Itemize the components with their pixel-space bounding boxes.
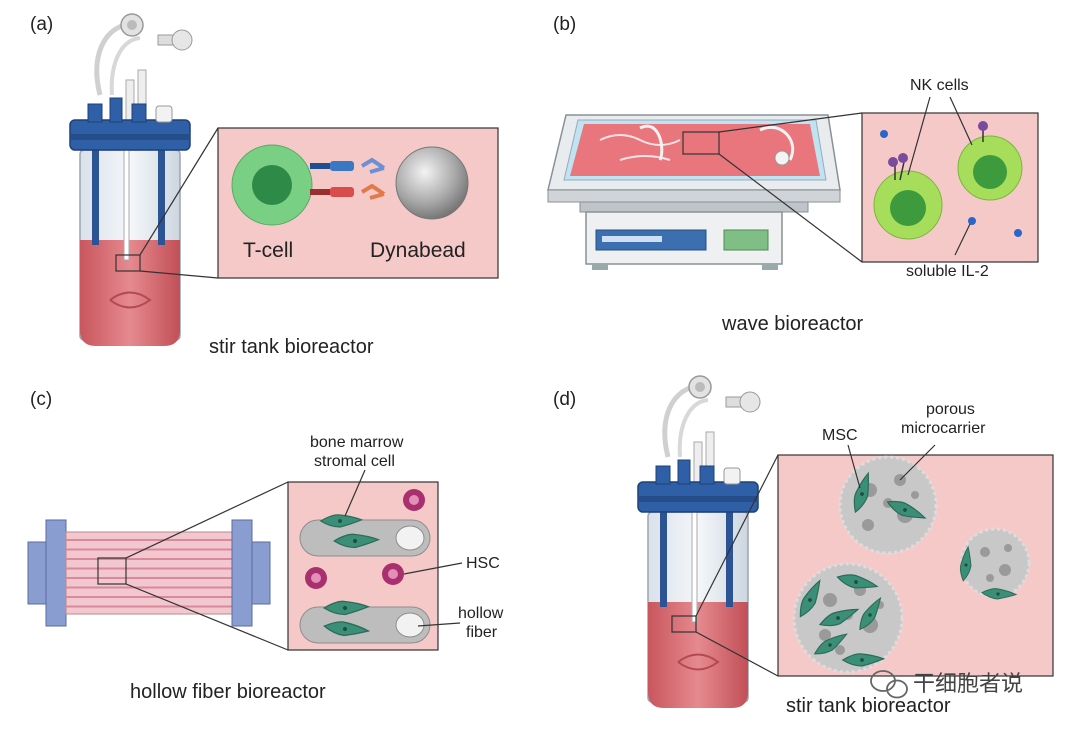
hsc-cells bbox=[305, 489, 425, 589]
receptor-antibody-links bbox=[310, 157, 386, 200]
il2-label: soluble IL-2 bbox=[906, 263, 989, 280]
stir-tank-reactor-a bbox=[70, 14, 192, 346]
carrier-pointer bbox=[899, 444, 936, 481]
hsc-label: HSC bbox=[466, 555, 500, 572]
zoom-box-d bbox=[671, 615, 697, 633]
microcarrier-1 bbox=[838, 455, 938, 555]
panel-b: (b) bbox=[547, 14, 1039, 335]
il2-dot bbox=[968, 217, 976, 225]
nk-cells-label: NK cells bbox=[910, 77, 969, 94]
zoom-box-b bbox=[682, 131, 720, 155]
watermark-text: 干细胞者说 bbox=[913, 671, 1023, 696]
stir-tank-reactor-d bbox=[638, 376, 760, 708]
zoom-line-b-top bbox=[718, 112, 863, 133]
hollow-fiber-bottom bbox=[299, 606, 431, 644]
fiber-label-line1: hollow bbox=[458, 605, 504, 622]
hsc-pointer bbox=[403, 562, 463, 575]
zoom-box-c bbox=[97, 557, 127, 585]
zoom-line-b-bottom bbox=[718, 153, 863, 263]
dynabead bbox=[395, 146, 469, 220]
fiber-label-line2: fiber bbox=[466, 624, 498, 641]
zoom-box-a bbox=[115, 254, 141, 272]
stromal-pointer bbox=[344, 469, 366, 517]
carrier-label-line2: microcarrier bbox=[901, 420, 986, 437]
hollow-fiber-cartridge bbox=[27, 519, 271, 627]
wave-rocker-platform bbox=[547, 114, 841, 270]
t-cell-nucleus bbox=[252, 165, 292, 205]
microcarrier-2 bbox=[957, 527, 1031, 602]
panel-c: (c) bone m bbox=[27, 389, 504, 703]
fiber-pointer bbox=[417, 622, 461, 627]
panel-a-caption: stir tank bioreactor bbox=[209, 336, 374, 358]
nk-cell-1 bbox=[873, 153, 943, 240]
zoom-line-a-bottom bbox=[139, 270, 219, 279]
panel-c-label: (c) bbox=[30, 389, 52, 410]
panel-d-caption: stir tank bioreactor bbox=[786, 695, 951, 717]
il2-pointer bbox=[954, 223, 971, 256]
stromal-label-line1: bone marrow bbox=[310, 434, 404, 451]
panel-b-caption: wave bioreactor bbox=[721, 313, 864, 335]
msc-label: MSC bbox=[822, 427, 858, 444]
panel-a: (a) T-cell Dynabead stir tank bioreactor bbox=[30, 14, 499, 358]
zoom-line-d-bottom bbox=[695, 631, 779, 677]
watermark: 干细胞者说 bbox=[870, 670, 1023, 699]
stromal-label-line2: stromal cell bbox=[314, 453, 395, 470]
panel-b-label: (b) bbox=[553, 14, 576, 35]
wechat-icon bbox=[870, 670, 908, 699]
microcarrier-3 bbox=[792, 562, 904, 674]
nk-cell-2 bbox=[957, 121, 1023, 201]
msc-pointer bbox=[847, 444, 861, 489]
il2-dot bbox=[880, 130, 888, 138]
dynabead-label: Dynabead bbox=[370, 239, 466, 262]
t-cell-label: T-cell bbox=[243, 239, 293, 262]
zoom-line-a-top bbox=[139, 127, 219, 256]
panel-c-caption: hollow fiber bioreactor bbox=[130, 681, 326, 703]
panel-d-label: (d) bbox=[553, 389, 576, 410]
nk-pointer-2 bbox=[949, 96, 973, 146]
zoom-line-c-top bbox=[125, 481, 289, 559]
panel-d: (d) MSC porous bbox=[553, 376, 1054, 717]
carrier-label-line1: porous bbox=[926, 401, 975, 418]
nk-pointer-1 bbox=[907, 96, 931, 176]
zoom-line-c-bottom bbox=[125, 583, 289, 651]
il2-dot bbox=[1014, 229, 1022, 237]
panel-a-label: (a) bbox=[30, 14, 53, 35]
zoom-line-d-top bbox=[695, 454, 779, 617]
